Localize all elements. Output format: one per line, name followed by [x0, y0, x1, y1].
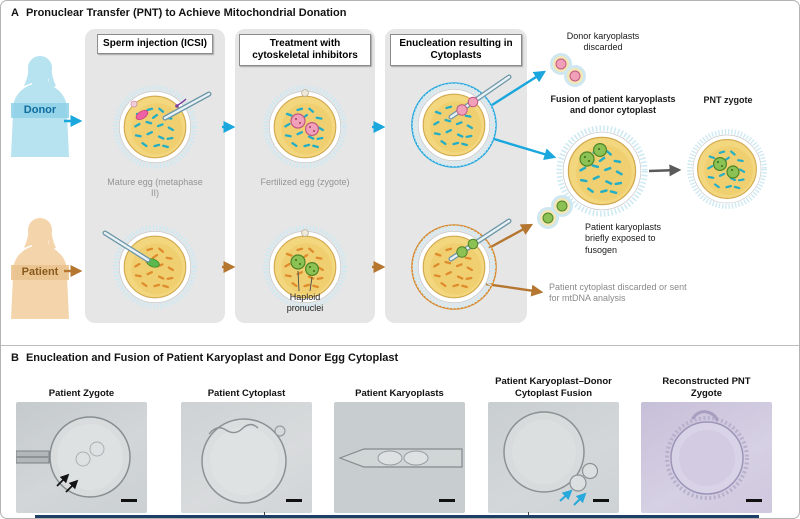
panel-a-title-text: Pronuclear Transfer (PNT) to Achieve Mit… — [25, 7, 347, 19]
donor-label: Donor — [23, 104, 57, 116]
donor-silhouette-icon — [11, 56, 69, 157]
annotation-fusion: Fusion of patient karyoplasts and donor … — [550, 94, 676, 116]
panel-b-title-text: Enucleation and Fusion of Patient Karyop… — [25, 352, 399, 364]
micro-label-patient-karyoplasts: Patient Karyoplasts — [355, 387, 444, 399]
scale-bar — [593, 499, 609, 502]
step-title-enucleation: Enucleation resulting in Cytoplasts — [390, 34, 522, 66]
fusion-arrows-icon — [559, 489, 587, 506]
annotation-patient-cytoplast: Patient cytoplast discarded or sent for … — [549, 282, 687, 304]
micrograph-patient-zygote — [16, 402, 147, 513]
caption-fertilized-egg: Fertilized egg (zygote) — [260, 177, 350, 187]
micro-label-patient-zygote: Patient Zygote — [48, 387, 115, 399]
patient-karyoplasts-icon — [537, 195, 573, 229]
scale-bar — [286, 499, 302, 502]
micro-label-patient-cytoplast: Patient Cytoplast — [207, 387, 286, 399]
step-box-enucleation: Enucleation resulting in Cytoplasts — [385, 29, 527, 323]
caption-haploid-pronuclei: Haploid pronuclei — [286, 292, 324, 314]
pnt-zygote-cell — [690, 132, 765, 207]
micrograph-reconstructed-zygote — [641, 402, 772, 513]
scale-bar — [439, 499, 455, 502]
panel-b-title: B Enucleation and Fusion of Patient Karyo… — [11, 352, 398, 364]
donor-karyoplasts-icon — [550, 53, 586, 87]
patient-silhouette — [11, 215, 69, 319]
micrograph-patient-karyoplasts-art — [338, 448, 463, 502]
step-box-sperm-injection: Sperm injection (ICSI) — [85, 29, 225, 323]
panel-a-title: A Pronuclear Transfer (PNT) to Achieve Mi… — [11, 7, 346, 19]
panel-divider — [1, 345, 799, 346]
micrograph-patient-cytoplast — [181, 402, 312, 513]
donor-silhouette — [11, 53, 69, 157]
scale-bar — [746, 499, 762, 502]
micro-label-fusion: Patient Karyoplast–Donor Cytoplast Fusio… — [495, 376, 612, 399]
step-box-cytoskeletal-inhibitors: Treatment with cytoskeletal inhibitors — [235, 29, 375, 323]
step-title-cytoskeletal-inhibitors: Treatment with cytoskeletal inhibitors — [239, 34, 371, 66]
annotation-donor-karyoplasts-discarded: Donor karyoplasts discarded — [566, 31, 640, 53]
fusion-to-zygote-arrow — [648, 164, 682, 177]
micro-label-reconstructed: Reconstructed PNT Zygote — [662, 376, 751, 399]
scale-bar — [121, 499, 137, 502]
micrograph-fusion — [488, 402, 619, 513]
micrograph-fusion-art — [503, 411, 609, 506]
micrograph-reconstructed-zygote-art — [665, 410, 762, 502]
patient-label: Patient — [21, 266, 59, 278]
cropped-footer-bar — [35, 515, 759, 518]
micrograph-patient-karyoplasts — [334, 402, 465, 513]
pronuclei-arrows-icon — [56, 473, 79, 493]
annotation-patient-karyoplasts: Patient karyoplasts briefly exposed to f… — [585, 222, 662, 255]
patient-silhouette-icon — [11, 218, 69, 319]
micrograph-patient-zygote-art — [16, 416, 137, 502]
fusion-cell — [559, 128, 644, 213]
panel-a-letter: A — [11, 7, 19, 19]
micrograph-patient-cytoplast-art — [201, 418, 302, 504]
annotation-pnt-zygote: PNT zygote — [703, 95, 753, 105]
caption-mature-egg: Mature egg (metaphase II) — [107, 177, 203, 199]
step-title-sperm-injection: Sperm injection (ICSI) — [97, 34, 213, 54]
panel-b-letter: B — [11, 352, 19, 364]
